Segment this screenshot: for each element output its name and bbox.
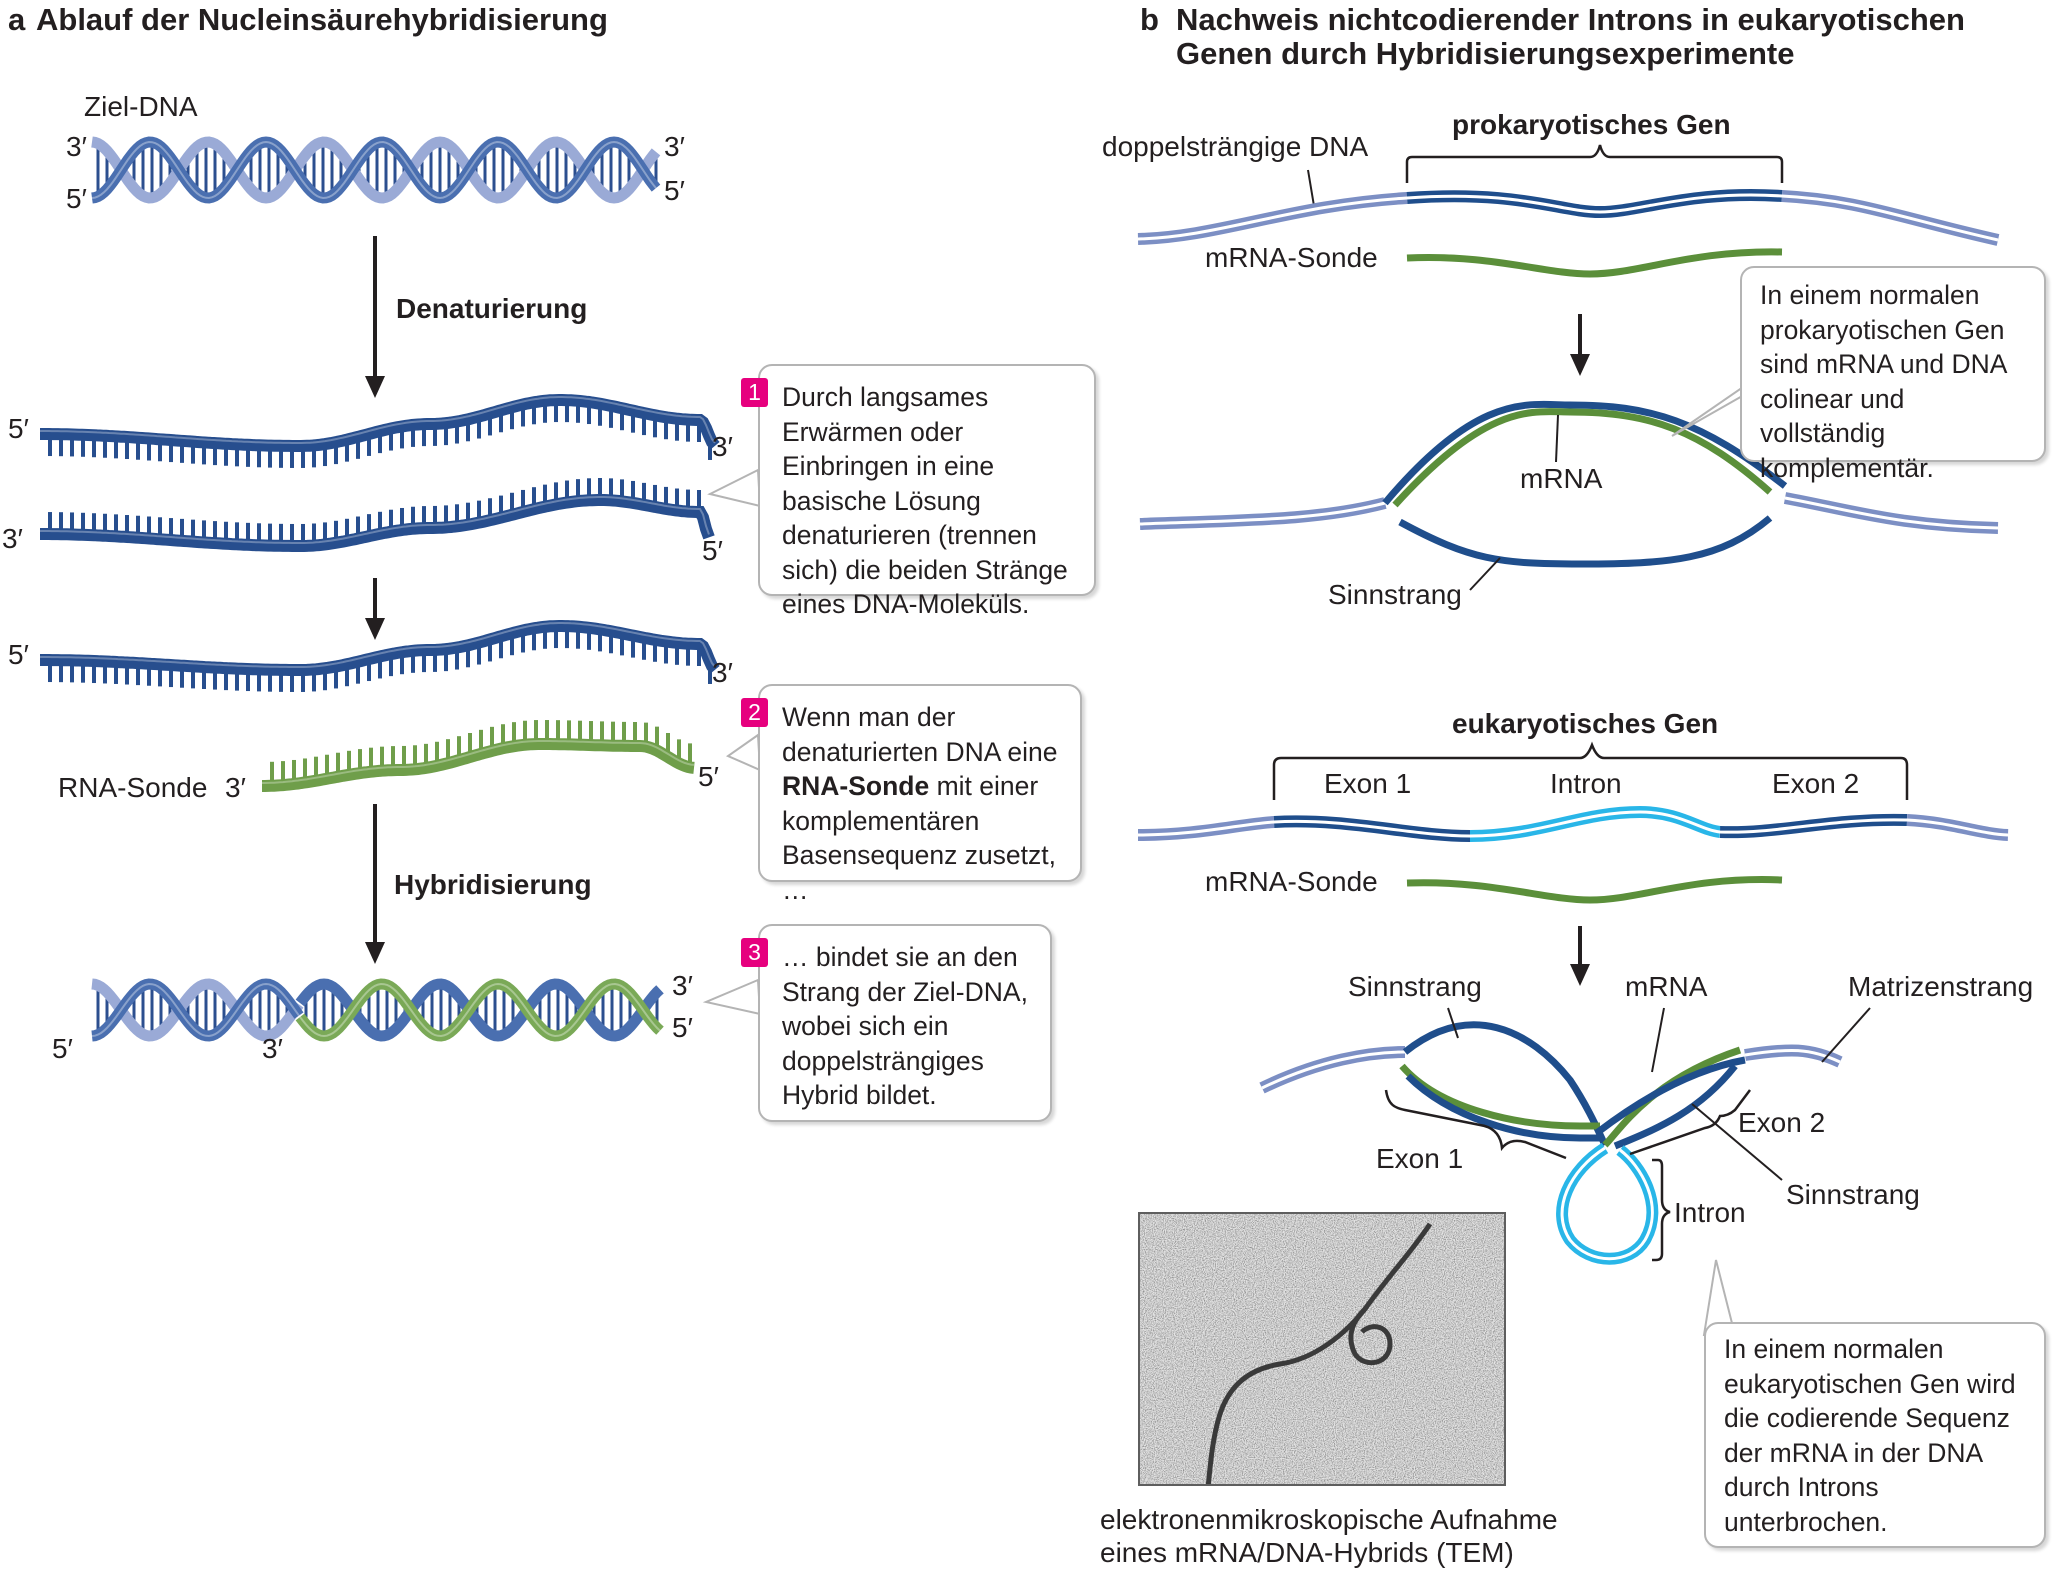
arrow-hybridization (365, 804, 385, 964)
template-strand-label: Matrizenstrang (1848, 971, 2033, 1002)
sense-strand-label-euk-top: Sinnstrang (1348, 971, 1482, 1002)
ds-dna-label: doppelsträngige DNA (1102, 131, 1368, 162)
panel-b-title-line2: Genen durch Hybridisierungsexperimente (1176, 36, 1794, 71)
eukaryotic-note-text: In einem normalen eukaryotischen Gen wir… (1724, 1334, 2016, 1537)
mrna-pointer-prok (1555, 414, 1559, 463)
prokaryotic-note-text: In einem normalen prokaryotischen Gen si… (1760, 280, 2006, 483)
step-2-badge: 2 (741, 698, 768, 727)
helix-top-left-3prime: 3′ (66, 131, 87, 162)
eukaryotic-note: In einem normalen eukaryotischen Gen wir… (1704, 1322, 2046, 1548)
strand-single-5prime: 5′ (8, 639, 29, 670)
strand-upper-3prime: 3′ (712, 431, 733, 462)
exon2-bracket-euk (1629, 1089, 1751, 1156)
mrna-probe-euk (1406, 876, 1783, 904)
tem-caption-line2: eines mRNA/DNA-Hybrids (TEM) (1100, 1537, 1514, 1568)
prokaryotic-note: In einem normalen prokaryotischen Gen si… (1740, 266, 2046, 483)
arrow-step2 (365, 578, 385, 640)
hybrid-helix (91, 978, 664, 1042)
step-1-callout: 1 Durch langsames Erwärmen oder Einbring… (741, 364, 1096, 619)
prok-dna-top (1137, 188, 2000, 246)
panel-a: a Ablauf der Nucleinsäurehybridisierung … (2, 2, 762, 1064)
target-dna-label: Ziel-DNA (84, 91, 198, 122)
strand-upper-5prime: 5′ (8, 413, 29, 444)
panel-a-title: Ablauf der Nucleinsäurehybridisierung (36, 2, 608, 37)
callout-2-tail (725, 733, 762, 772)
step-2-callout: 2 Wenn man der denaturierten DNA eine RN… (741, 684, 1082, 905)
panel-a-letter: a (8, 2, 26, 37)
rna-probe-label: RNA-Sonde (58, 772, 207, 803)
ds-dna-pointer (1307, 169, 1315, 207)
tem-micrograph-image (1140, 1214, 1504, 1484)
exon2-label-top: Exon 2 (1772, 768, 1859, 799)
dna-strand-lower (40, 478, 715, 552)
hybrid-right-3prime: 3′ (672, 970, 693, 1001)
eukaryotic-gene-label: eukaryotisches Gen (1452, 708, 1718, 739)
hybrid-probe-3prime: 3′ (262, 1033, 283, 1064)
exon2-label-euk: Exon 2 (1738, 1107, 1825, 1138)
callout-3-tail (702, 978, 762, 1016)
hybrid-left-5prime: 5′ (52, 1033, 73, 1064)
prokaryotic-gene-bracket (1405, 144, 1784, 183)
target-dna-helix (91, 136, 661, 204)
rna-probe-5prime: 5′ (698, 761, 719, 792)
denaturation-label: Denaturierung (396, 293, 587, 324)
sense-pointer-euk-top (1447, 1007, 1459, 1039)
panel-b: b Nachweis nichtcodierender Introns in e… (1100, 2, 2033, 1568)
arrow-denaturation (365, 236, 385, 398)
step-1-text: Durch langsames Erwärmen oder Einbringen… (782, 382, 1068, 619)
panel-b-letter: b (1140, 2, 1159, 37)
step-2-text-after: mit einer komplementären Basensequenz zu… (782, 771, 1057, 905)
rna-probe-3prime: 3′ (225, 772, 246, 803)
helix-top-right-3prime: 3′ (664, 131, 685, 162)
template-pointer (1821, 1007, 1871, 1063)
exon1-label-top: Exon 1 (1324, 768, 1411, 799)
arrow-prok (1570, 314, 1590, 376)
step-2-text-bold: RNA-Sonde (782, 771, 930, 801)
hybridization-label: Hybridisierung (394, 869, 592, 900)
callout-1-tail (707, 468, 762, 508)
intron-label-euk: Intron (1674, 1197, 1746, 1228)
prok-hybrid (1139, 400, 1999, 568)
tem-caption-line1: elektronenmikroskopische Aufnahme (1100, 1504, 1558, 1535)
sense-strand-label-euk-bottom: Sinnstrang (1786, 1179, 1920, 1210)
prokaryotic-gene-label: prokaryotisches Gen (1452, 109, 1731, 140)
step-2-text-before: Wenn man der denaturierten DNA eine (782, 702, 1058, 767)
step-3-callout: 3 … bindet sie an den Strang der Ziel-DN… (741, 924, 1052, 1122)
euk-hybrid (1259, 1021, 1843, 1265)
euk-dna-top (1137, 805, 2009, 842)
rna-probe-strand (262, 720, 695, 792)
helix-top-left-5prime: 5′ (66, 183, 87, 214)
sense-pointer-prok (1469, 557, 1501, 591)
hybrid-right-5prime: 5′ (672, 1012, 693, 1043)
eukaryotic-gene-bracket (1272, 741, 1909, 800)
dna-strand-single (40, 620, 720, 692)
dna-strand-upper (40, 394, 720, 468)
mrna-probe-label-prok: mRNA-Sonde (1205, 242, 1378, 273)
exon1-bracket-euk (1384, 1089, 1567, 1160)
panel-b-title-line1: Nachweis nichtcodierender Introns in euk… (1176, 2, 1965, 37)
mrna-pointer-euk (1651, 1007, 1665, 1073)
helix-top-right-5prime: 5′ (664, 175, 685, 206)
exon1-label-euk: Exon 1 (1376, 1143, 1463, 1174)
step-3-text: … bindet sie an den Strang der Ziel-DNA,… (782, 942, 1028, 1110)
step-1-badge: 1 (741, 378, 768, 407)
strand-single-3prime: 3′ (712, 657, 733, 688)
strand-lower-3prime: 3′ (2, 523, 23, 554)
sense-pointer-euk-bottom (1691, 1103, 1783, 1181)
arrow-euk (1570, 926, 1590, 986)
mrna-probe-label-euk: mRNA-Sonde (1205, 866, 1378, 897)
intron-label-top: Intron (1550, 768, 1622, 799)
mrna-label-euk: mRNA (1625, 971, 1708, 1002)
sense-strand-label-prok: Sinnstrang (1328, 579, 1462, 610)
step-3-badge: 3 (741, 938, 768, 967)
strand-lower-5prime: 5′ (702, 535, 723, 566)
mrna-probe-prok (1406, 248, 1783, 278)
tem-micrograph (1138, 1212, 1506, 1486)
mrna-label-prok: mRNA (1520, 463, 1603, 494)
intron-bracket-euk (1652, 1158, 1671, 1262)
